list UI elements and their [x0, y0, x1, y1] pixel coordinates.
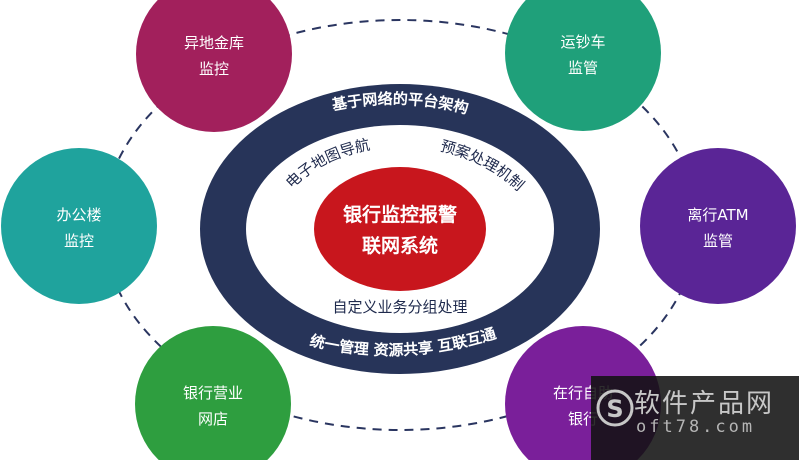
node-label-line2: 监控 [199, 60, 229, 78]
watermark-domain: oft78.com [636, 417, 756, 437]
node-label-line2: 网店 [198, 410, 228, 428]
inner-bottom-label: 自定义业务分组处理 [332, 298, 467, 316]
core-circle [314, 167, 486, 291]
node-remote-vault: 异地金库 监控 [136, 0, 292, 132]
node-label-line2: 监管 [703, 232, 733, 250]
node-label-line2: 监管 [568, 59, 598, 77]
node-label-line1: 异地金库 [184, 34, 244, 52]
watermark-logo-icon: S [596, 389, 634, 427]
core-title-line2: 联网系统 [362, 234, 438, 257]
node-offbank-atm: 离行ATM 监管 [640, 148, 796, 304]
node-label-line1: 银行营业 [183, 384, 243, 402]
watermark-logo-letter: S [606, 395, 623, 423]
node-label-line2: 银行 [568, 410, 598, 428]
watermark-background [591, 376, 799, 460]
node-label-line1: 离行ATM [687, 206, 748, 224]
node-label-line2: 监控 [64, 232, 94, 250]
node-bank-branch: 银行营业 网店 [135, 326, 291, 460]
watermark-title: 软件产品网 [634, 389, 775, 419]
node-office-building: 办公楼 监控 [1, 148, 157, 304]
node-label-line1: 办公楼 [56, 206, 101, 224]
core-title-line1: 银行监控报警 [343, 203, 457, 226]
node-label-line1: 运钞车 [560, 33, 605, 51]
node-cash-transport: 运钞车 监管 [505, 0, 661, 131]
